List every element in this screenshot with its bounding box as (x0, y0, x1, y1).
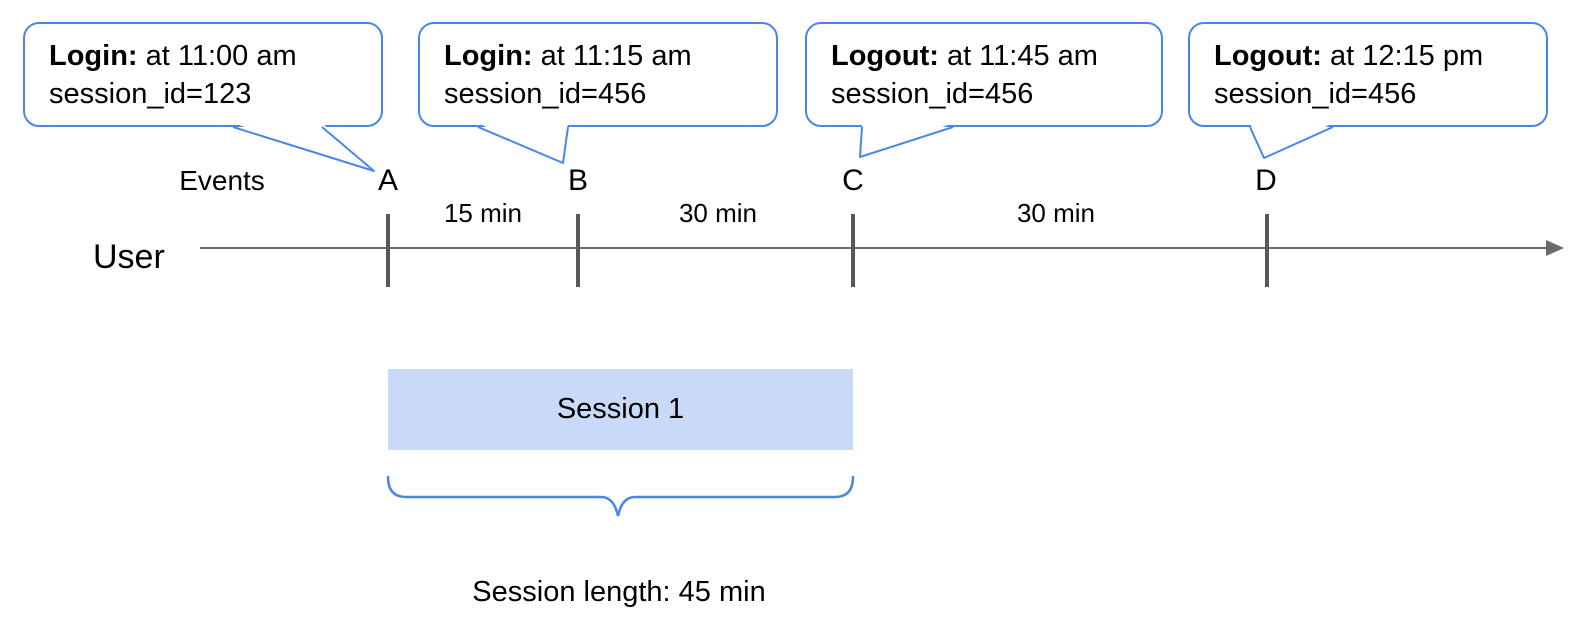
event-marker-label-d: D (1255, 164, 1277, 197)
event-bubble-c: Logout: at 11:45 am session_id=456 (805, 22, 1163, 127)
event-bubble-a: Login: at 11:00 am session_id=123 (23, 22, 383, 127)
interval-label-ab: 15 min (443, 198, 523, 228)
session-id-text: session_id=456 (1214, 78, 1417, 110)
event-bubble-d: Logout: at 12:15 pm session_id=456 (1188, 22, 1548, 127)
bubble-tail-d (1249, 123, 1334, 159)
event-line: Login: at 11:15 am (444, 37, 766, 75)
interval-label-cd: 30 min (1016, 198, 1096, 228)
session-length-label: Session length: 45 min (472, 576, 766, 608)
session-id-text: session_id=123 (49, 78, 252, 110)
bubble-tail-c (859, 123, 954, 158)
user-actor-label: User (93, 238, 165, 276)
timeline-arrowhead-icon (1546, 240, 1564, 256)
session-1-label: Session 1 (556, 393, 685, 425)
event-marker-label-c: C (842, 164, 864, 197)
interval-label-bc: 30 min (678, 198, 758, 228)
event-time-text: at 11:15 am (532, 40, 692, 72)
session-1-bar: Session 1 (388, 369, 853, 450)
event-type-label: Login: (444, 40, 533, 72)
event-line: Logout: at 12:15 pm (1214, 37, 1536, 75)
event-marker-label-b: B (567, 164, 589, 197)
event-line: Login: at 11:00 am (49, 37, 371, 75)
session-brace (386, 475, 855, 517)
session-id-text: session_id=456 (831, 78, 1034, 110)
bubble-tail-b (477, 123, 569, 164)
bubble-tail-a (232, 123, 375, 172)
event-time-text: at 11:00 am (137, 40, 297, 72)
event-type-label: Login: (49, 40, 138, 72)
event-time-text: at 11:45 am (938, 40, 1098, 72)
session-id-text: session_id=456 (444, 78, 647, 110)
event-type-label: Logout: (1214, 40, 1322, 72)
event-time-text: at 12:15 pm (1321, 40, 1484, 72)
events-axis-label: Events (179, 165, 265, 196)
event-type-label: Logout: (831, 40, 939, 72)
event-line: Logout: at 11:45 am (831, 37, 1151, 75)
event-marker-label-a: A (377, 164, 399, 197)
event-bubble-b: Login: at 11:15 am session_id=456 (418, 22, 778, 127)
